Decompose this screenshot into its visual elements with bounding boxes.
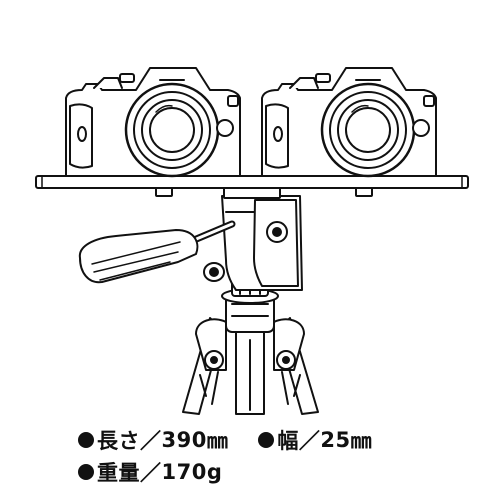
spec-length-unit: ㎜ bbox=[206, 429, 229, 453]
spec-row-2: 重量 ／ 170 g bbox=[78, 456, 498, 488]
spec-width-label: 幅 bbox=[277, 429, 299, 453]
camera-icon bbox=[65, 67, 241, 178]
bullet-icon bbox=[78, 432, 94, 448]
spec-width-value: 25 bbox=[320, 428, 351, 452]
spec-weight-separator: ／ bbox=[140, 461, 162, 485]
spec-width: 幅 ／ 25 ㎜ bbox=[258, 425, 372, 455]
spec-weight-value: 170 bbox=[161, 460, 207, 484]
camera-icon bbox=[261, 67, 437, 178]
spec-length-value: 390 bbox=[161, 428, 207, 452]
bullet-icon bbox=[78, 464, 94, 480]
spec-width-unit: ㎜ bbox=[350, 429, 373, 453]
spec-length-label: 長さ bbox=[97, 429, 140, 453]
bullet-icon bbox=[258, 432, 275, 448]
spec-list: 長さ ／ 390 ㎜ 幅 ／ 25 ㎜ 重量 ／ 170 g bbox=[78, 424, 498, 488]
spec-width-separator: ／ bbox=[298, 429, 321, 453]
mounting-plate-icon bbox=[35, 175, 469, 199]
pan-head bbox=[78, 195, 303, 291]
spec-weight: 重量 ／ 170 g bbox=[78, 457, 222, 487]
tripod-icon bbox=[182, 269, 319, 415]
spec-weight-unit: g bbox=[206, 460, 223, 484]
spec-weight-label: 重量 bbox=[97, 461, 140, 485]
spec-length: 長さ ／ 390 ㎜ bbox=[78, 425, 228, 455]
spec-length-separator: ／ bbox=[140, 429, 162, 453]
stereo-camera-bracket-illustration bbox=[35, 67, 469, 415]
spec-row-1: 長さ ／ 390 ㎜ 幅 ／ 25 ㎜ bbox=[78, 424, 498, 456]
